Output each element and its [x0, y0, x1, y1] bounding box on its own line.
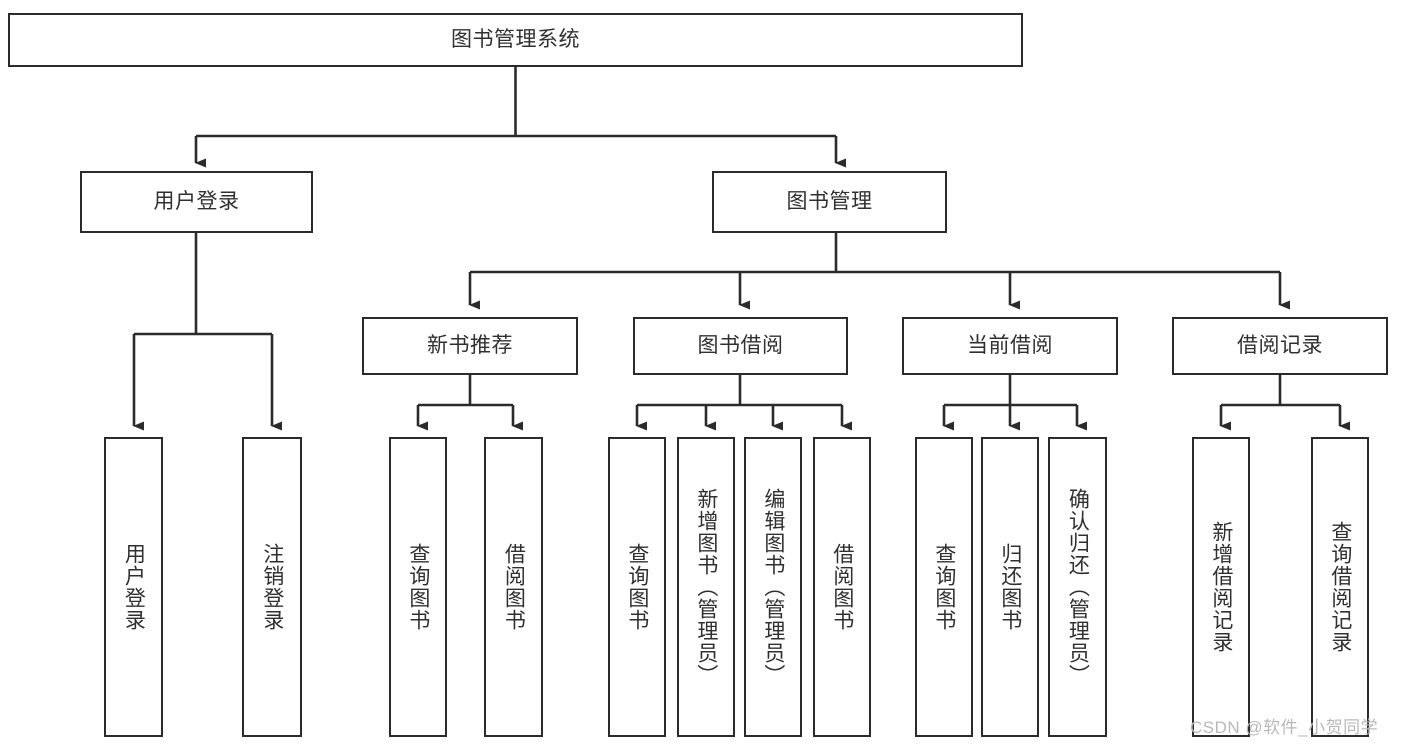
- node-label: 确认归还（管理员）: [1066, 488, 1090, 686]
- leaf-borrow-record-add-record[interactable]: 新增借阅记录: [1192, 437, 1250, 737]
- node-label: 借阅图书: [830, 543, 854, 631]
- node-label: 图书借阅: [697, 334, 784, 358]
- node-root-book-management-system[interactable]: 图书管理系统: [8, 13, 1023, 67]
- leaf-user-login-logout[interactable]: 注销登录: [242, 437, 302, 737]
- node-current-borrow[interactable]: 当前借阅: [902, 317, 1118, 375]
- leaf-current-borrow-return-book[interactable]: 归还图书: [981, 437, 1039, 737]
- leaf-book-borrow-query-book[interactable]: 查询图书: [608, 437, 666, 737]
- leaf-book-borrow-add-book-admin[interactable]: 新增图书（管理员）: [677, 437, 735, 737]
- node-label: 查询图书: [625, 543, 649, 631]
- node-label: 当前借阅: [967, 334, 1053, 358]
- leaf-current-borrow-confirm-return-admin[interactable]: 确认归还（管理员）: [1048, 437, 1107, 737]
- leaf-new-book-borrow-book[interactable]: 借阅图书: [484, 437, 543, 737]
- node-label: 归还图书: [998, 543, 1022, 631]
- node-label: 查询图书: [932, 543, 956, 631]
- leaf-current-borrow-query-book[interactable]: 查询图书: [915, 437, 973, 737]
- leaf-book-borrow-borrow-book[interactable]: 借阅图书: [813, 437, 871, 737]
- node-label: 编辑图书（管理员）: [761, 488, 785, 686]
- node-label: 图书管理: [786, 190, 873, 214]
- node-label: 借阅图书: [502, 543, 526, 631]
- node-label: 查询借阅记录: [1328, 521, 1352, 653]
- node-label: 借阅记录: [1237, 334, 1323, 358]
- node-label: 新增借阅记录: [1209, 521, 1233, 653]
- node-new-book-recommend[interactable]: 新书推荐: [362, 317, 578, 375]
- node-label: 注销登录: [260, 543, 284, 631]
- node-user-login[interactable]: 用户登录: [80, 171, 313, 233]
- node-label: 用户登录: [153, 190, 240, 214]
- leaf-new-book-query-book[interactable]: 查询图书: [389, 437, 447, 737]
- leaf-borrow-record-query-record[interactable]: 查询借阅记录: [1311, 437, 1369, 737]
- leaf-book-borrow-edit-book-admin[interactable]: 编辑图书（管理员）: [744, 437, 802, 737]
- node-label: 用户登录: [122, 543, 146, 631]
- node-label: 图书管理系统: [451, 28, 580, 52]
- node-book-management[interactable]: 图书管理: [712, 171, 947, 233]
- node-label: 新书推荐: [427, 334, 513, 358]
- node-label: 查询图书: [406, 543, 430, 631]
- leaf-user-login-login[interactable]: 用户登录: [104, 437, 163, 737]
- node-label: 新增图书（管理员）: [694, 488, 718, 686]
- node-borrow-record[interactable]: 借阅记录: [1172, 317, 1388, 375]
- node-book-borrow[interactable]: 图书借阅: [633, 317, 848, 375]
